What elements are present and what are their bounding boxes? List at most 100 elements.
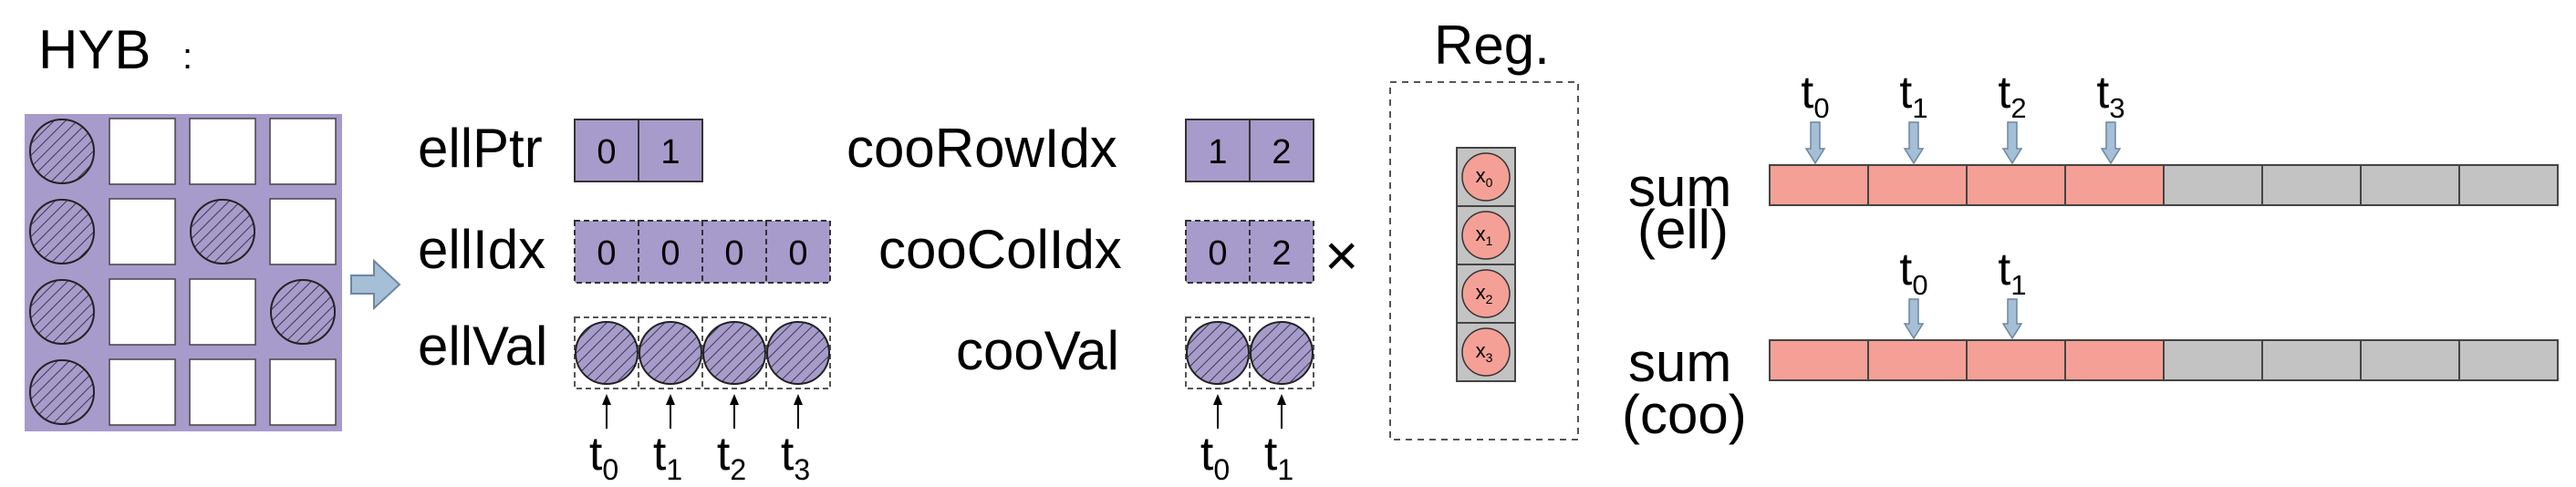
vector-element	[1461, 211, 1511, 260]
arrowhead-icon	[1277, 394, 1286, 405]
right-arrow-icon	[350, 258, 401, 311]
nonzero-value	[1250, 321, 1314, 385]
sum-cell	[2360, 164, 2460, 206]
thread-label: t0	[1200, 428, 1230, 486]
sum-cell	[2064, 164, 2165, 206]
sum-cell	[2261, 164, 2362, 206]
nonzero-element	[29, 119, 95, 184]
sum-cell	[2458, 164, 2559, 206]
thread-label: t0	[589, 428, 618, 486]
zero-cell	[109, 278, 176, 346]
arrowhead-icon	[794, 394, 803, 405]
array-cell	[1249, 220, 1314, 284]
array-cell-value: 0	[660, 234, 680, 273]
array-cell	[638, 119, 703, 182]
sum-cell	[1769, 164, 1869, 206]
arrowhead-icon	[1213, 394, 1222, 405]
down-arrow-icon	[2001, 121, 2023, 165]
ell-val-array	[574, 316, 831, 389]
nonzero-value	[639, 321, 702, 385]
nonzero-value	[766, 321, 830, 385]
down-arrow-icon	[1903, 298, 1925, 340]
sum-cell	[2458, 339, 2559, 381]
array-cell-value: 0	[597, 133, 616, 171]
array-cell-value: 1	[660, 133, 680, 171]
array-cell-value: 1	[1208, 133, 1227, 171]
sum-cell	[2163, 339, 2263, 381]
array-cell	[701, 220, 767, 284]
times-symbol: ×	[1324, 223, 1358, 288]
sum-cell	[1966, 164, 2066, 206]
coo-col-label: cooColIdx	[878, 219, 1122, 280]
vector-element	[1461, 327, 1511, 377]
vector-element-label: x2	[1476, 281, 1493, 306]
coo-row-label: cooRowIdx	[847, 118, 1117, 179]
array-cell-value: 2	[1272, 133, 1291, 171]
sum-ell-sublabel: (ell)	[1637, 199, 1729, 260]
value-slot	[1185, 316, 1251, 389]
title: HYB	[38, 19, 151, 80]
array-cell-value: 0	[1208, 234, 1227, 273]
sum-coo-label: sum	[1628, 332, 1731, 393]
sum-thread-label: t0	[1801, 67, 1829, 124]
zero-cell	[269, 198, 337, 265]
sum-cell	[2163, 164, 2263, 206]
down-arrow-icon	[2100, 121, 2122, 165]
value-slot	[638, 316, 703, 389]
vector-element	[1461, 152, 1511, 202]
value-slot	[574, 316, 639, 389]
sum-cell	[2064, 339, 2165, 381]
sum-coo-array: t0 t1	[1769, 244, 2559, 381]
array-cell-value: 0	[724, 234, 743, 273]
nonzero-element	[190, 199, 255, 264]
array-cell	[1185, 220, 1251, 284]
title-colon: :	[182, 36, 192, 77]
reg-label: Reg.	[1434, 15, 1550, 76]
coo-val-label: cooVal	[956, 320, 1119, 381]
nonzero-element	[29, 359, 95, 425]
zero-cell	[189, 358, 256, 426]
down-arrow-icon	[1804, 121, 1826, 165]
array-cell-value: 0	[597, 234, 616, 273]
sum-cell	[1966, 339, 2066, 381]
value-slot	[1249, 316, 1314, 389]
sum-cell	[2360, 339, 2460, 381]
array-cell	[765, 220, 831, 284]
array-cell	[1249, 119, 1314, 182]
arrowhead-icon	[730, 394, 739, 405]
down-arrow-icon	[1903, 121, 1925, 165]
vector-element-label: x1	[1476, 223, 1493, 248]
nonzero-element	[29, 279, 95, 345]
zero-cell	[109, 198, 176, 265]
sum-thread-label: t1	[1899, 67, 1927, 124]
array-cell	[1185, 119, 1251, 182]
sum-thread-label: t0	[1899, 244, 1927, 301]
thread-label: t2	[717, 428, 746, 486]
coo-val-array	[1185, 316, 1314, 389]
vector-element	[1461, 269, 1511, 318]
vector-element-label: x3	[1476, 339, 1493, 365]
array-cell-value: 2	[1272, 234, 1291, 273]
zero-cell	[189, 118, 256, 185]
zero-cell	[269, 358, 337, 426]
sum-ell-label: sum	[1628, 157, 1731, 218]
zero-cell	[109, 118, 176, 185]
zero-cell	[109, 358, 176, 426]
sum-cell	[1867, 339, 1968, 381]
sum-cell	[2261, 339, 2362, 381]
sum-thread-label: t1	[1998, 244, 2026, 301]
arrowhead-icon	[602, 394, 611, 405]
ell-idx-label: ellIdx	[418, 219, 545, 280]
sum-thread-label: t3	[2096, 67, 2124, 124]
zero-cell	[189, 278, 256, 346]
nonzero-element	[29, 199, 95, 264]
sum-thread-label: t2	[1998, 67, 2026, 124]
nonzero-value	[1186, 321, 1250, 385]
sum-ell-array: t0 t1 t2 t3	[1769, 67, 2559, 206]
